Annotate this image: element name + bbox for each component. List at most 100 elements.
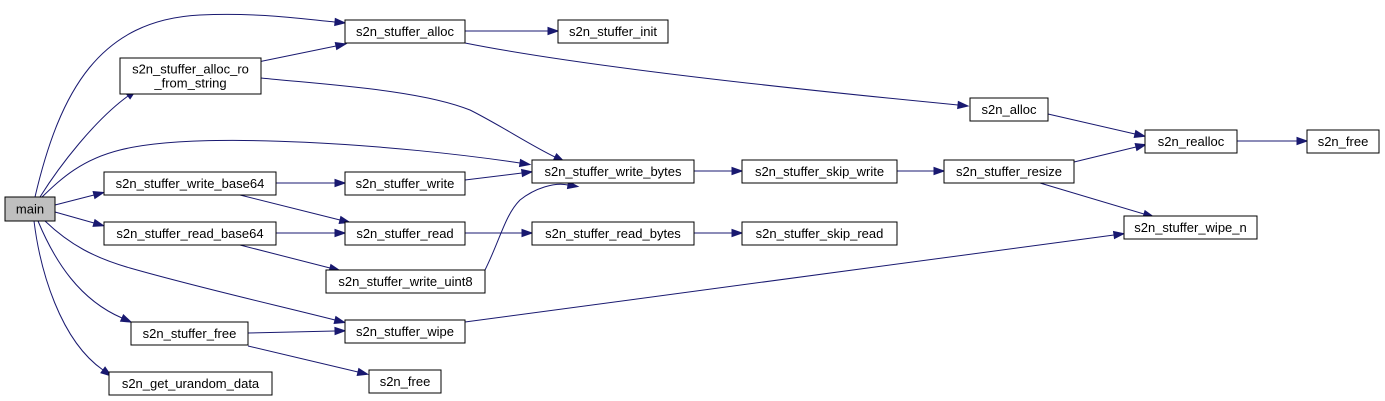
node-box bbox=[119, 57, 262, 95]
node-s2n-stuffer-wipe-n[interactable]: s2n_stuffer_wipe_n bbox=[1123, 215, 1258, 240]
node-box bbox=[557, 19, 669, 44]
edge-s2n_stuffer_skip_write-to-s2n_stuffer_resize bbox=[897, 166, 946, 176]
node-box bbox=[368, 369, 442, 394]
node-label: s2n_free bbox=[1318, 134, 1369, 149]
edges-layer bbox=[33, 13, 1309, 377]
arrowhead bbox=[731, 166, 744, 176]
node-label: s2n_stuffer_write bbox=[356, 176, 455, 191]
arrowhead bbox=[518, 158, 532, 168]
node-box bbox=[103, 221, 277, 246]
edge-s2n_stuffer_resize-to-s2n_stuffer_wipe_n bbox=[1039, 182, 1156, 218]
node-box bbox=[741, 159, 898, 184]
node-label: s2n_stuffer_write_uint8 bbox=[338, 274, 472, 289]
nodes-layer: main s2n_stuffer_alloc s2n_stuffer_init s2n… bbox=[4, 19, 1380, 396]
node-s2n-stuffer-write-base64[interactable]: s2n_stuffer_write_base64 bbox=[103, 171, 277, 196]
node-box bbox=[344, 19, 466, 44]
node-s2n-stuffer-skip-read[interactable]: s2n_stuffer_skip_read bbox=[741, 221, 898, 246]
edge-s2n_alloc-to-s2n_realloc bbox=[1047, 113, 1147, 138]
edge-line bbox=[464, 172, 523, 181]
node-s2n-free-bottom[interactable]: s2n_free bbox=[368, 369, 442, 394]
edge-line bbox=[1073, 146, 1137, 163]
node-box bbox=[1123, 215, 1258, 240]
arrowhead bbox=[1296, 136, 1309, 146]
edge-line bbox=[239, 194, 341, 221]
node-main[interactable]: main bbox=[4, 196, 56, 222]
node-box bbox=[4, 196, 56, 222]
edge-line bbox=[257, 45, 337, 63]
arrowhead bbox=[334, 228, 347, 238]
edge-line bbox=[1047, 113, 1136, 135]
edge-line bbox=[44, 220, 336, 321]
arrowhead bbox=[547, 26, 560, 36]
node-s2n-realloc[interactable]: s2n_realloc bbox=[1144, 129, 1238, 154]
edge-s2n_stuffer_read-to-s2n_stuffer_read_bytes bbox=[465, 228, 534, 238]
edge-s2n_stuffer_wipe-to-s2n_stuffer_wipe_n bbox=[464, 230, 1126, 323]
edge-s2n_stuffer_write_base64-to-s2n_stuffer_read bbox=[239, 194, 352, 224]
node-s2n-stuffer-wipe[interactable]: s2n_stuffer_wipe bbox=[344, 319, 466, 344]
node-box bbox=[344, 319, 466, 344]
edge-s2n_stuffer_alloc_ro_from_string-to-s2n_stuffer_write_bytes bbox=[260, 77, 566, 163]
arrowhead bbox=[521, 228, 534, 238]
node-box bbox=[130, 321, 249, 346]
node-s2n-stuffer-read-base64[interactable]: s2n_stuffer_read_base64 bbox=[103, 221, 277, 246]
edge-main-to-s2n_stuffer_write_base64 bbox=[54, 191, 106, 206]
arrowhead bbox=[334, 326, 347, 336]
edge-line bbox=[239, 244, 331, 269]
arrowhead bbox=[92, 191, 106, 200]
node-s2n-stuffer-write[interactable]: s2n_stuffer_write bbox=[344, 171, 466, 196]
node-box bbox=[741, 221, 898, 246]
node-label: s2n_free bbox=[380, 374, 431, 389]
arrowhead bbox=[334, 17, 347, 27]
node-s2n-free-right[interactable]: s2n_free bbox=[1306, 129, 1380, 154]
arrowhead bbox=[356, 367, 370, 376]
edge-s2n_stuffer_write_bytes-to-s2n_stuffer_skip_write bbox=[694, 166, 744, 176]
edge-s2n_stuffer_write_base64-to-s2n_stuffer_write bbox=[276, 178, 347, 188]
node-label: s2n_stuffer_free bbox=[143, 326, 237, 341]
edge-line bbox=[464, 42, 959, 106]
node-s2n-stuffer-alloc-ro-from-string[interactable]: s2n_stuffer_alloc_ro_from_string bbox=[119, 57, 262, 95]
arrowhead bbox=[333, 315, 347, 324]
edge-s2n_stuffer_read_base64-to-s2n_stuffer_read bbox=[276, 228, 347, 238]
arrowhead bbox=[119, 313, 133, 323]
edge-line bbox=[484, 183, 569, 271]
edge-s2n_realloc-to-s2n_free_right bbox=[1237, 136, 1309, 146]
node-box bbox=[1144, 129, 1238, 154]
node-s2n-alloc[interactable]: s2n_alloc bbox=[969, 97, 1049, 122]
node-box bbox=[531, 221, 695, 246]
node-s2n-stuffer-write-bytes[interactable]: s2n_stuffer_write_bytes bbox=[531, 159, 695, 184]
node-s2n-stuffer-read-bytes[interactable]: s2n_stuffer_read_bytes bbox=[531, 221, 695, 246]
node-label: s2n_stuffer_alloc bbox=[356, 24, 455, 39]
arrowhead bbox=[1133, 129, 1147, 138]
node-label: s2n_stuffer_init bbox=[569, 24, 657, 39]
node-s2n-stuffer-skip-write[interactable]: s2n_stuffer_skip_write bbox=[741, 159, 898, 184]
node-label: main bbox=[16, 202, 44, 217]
edge-line bbox=[464, 234, 1115, 323]
node-label: s2n_stuffer_wipe_n bbox=[1134, 220, 1247, 235]
edge-main-to-s2n_stuffer_wipe bbox=[44, 220, 347, 324]
node-label: s2n_stuffer_alloc_ro bbox=[132, 62, 249, 77]
node-box bbox=[969, 97, 1049, 122]
node-s2n-stuffer-init[interactable]: s2n_stuffer_init bbox=[557, 19, 669, 44]
node-s2n-stuffer-alloc[interactable]: s2n_stuffer_alloc bbox=[344, 19, 466, 44]
node-s2n-stuffer-write-uint8[interactable]: s2n_stuffer_write_uint8 bbox=[325, 269, 486, 294]
node-box bbox=[344, 221, 466, 246]
edge-line bbox=[260, 77, 556, 158]
node-label: s2n_stuffer_skip_write bbox=[755, 164, 884, 179]
edge-s2n_stuffer_write-to-s2n_stuffer_write_bytes bbox=[464, 168, 534, 181]
node-label: s2n_stuffer_read bbox=[356, 226, 453, 241]
edge-main-to-s2n_stuffer_free bbox=[37, 220, 133, 323]
node-s2n-stuffer-free[interactable]: s2n_stuffer_free bbox=[130, 321, 249, 346]
node-s2n-stuffer-resize[interactable]: s2n_stuffer_resize bbox=[943, 159, 1075, 184]
edge-s2n_stuffer_read_bytes-to-s2n_stuffer_skip_read bbox=[694, 228, 744, 238]
node-label: s2n_stuffer_write_bytes bbox=[544, 164, 682, 179]
node-box bbox=[108, 371, 273, 396]
edge-line bbox=[54, 194, 95, 206]
node-s2n-stuffer-read[interactable]: s2n_stuffer_read bbox=[344, 221, 466, 246]
arrowhead bbox=[933, 166, 946, 176]
edge-main-to-s2n_stuffer_alloc bbox=[34, 13, 347, 198]
edge-line bbox=[33, 220, 104, 371]
edge-line bbox=[34, 13, 336, 198]
edge-s2n_stuffer_alloc-to-s2n_alloc bbox=[464, 42, 970, 110]
node-s2n-get-urandom-data[interactable]: s2n_get_urandom_data bbox=[108, 371, 273, 396]
